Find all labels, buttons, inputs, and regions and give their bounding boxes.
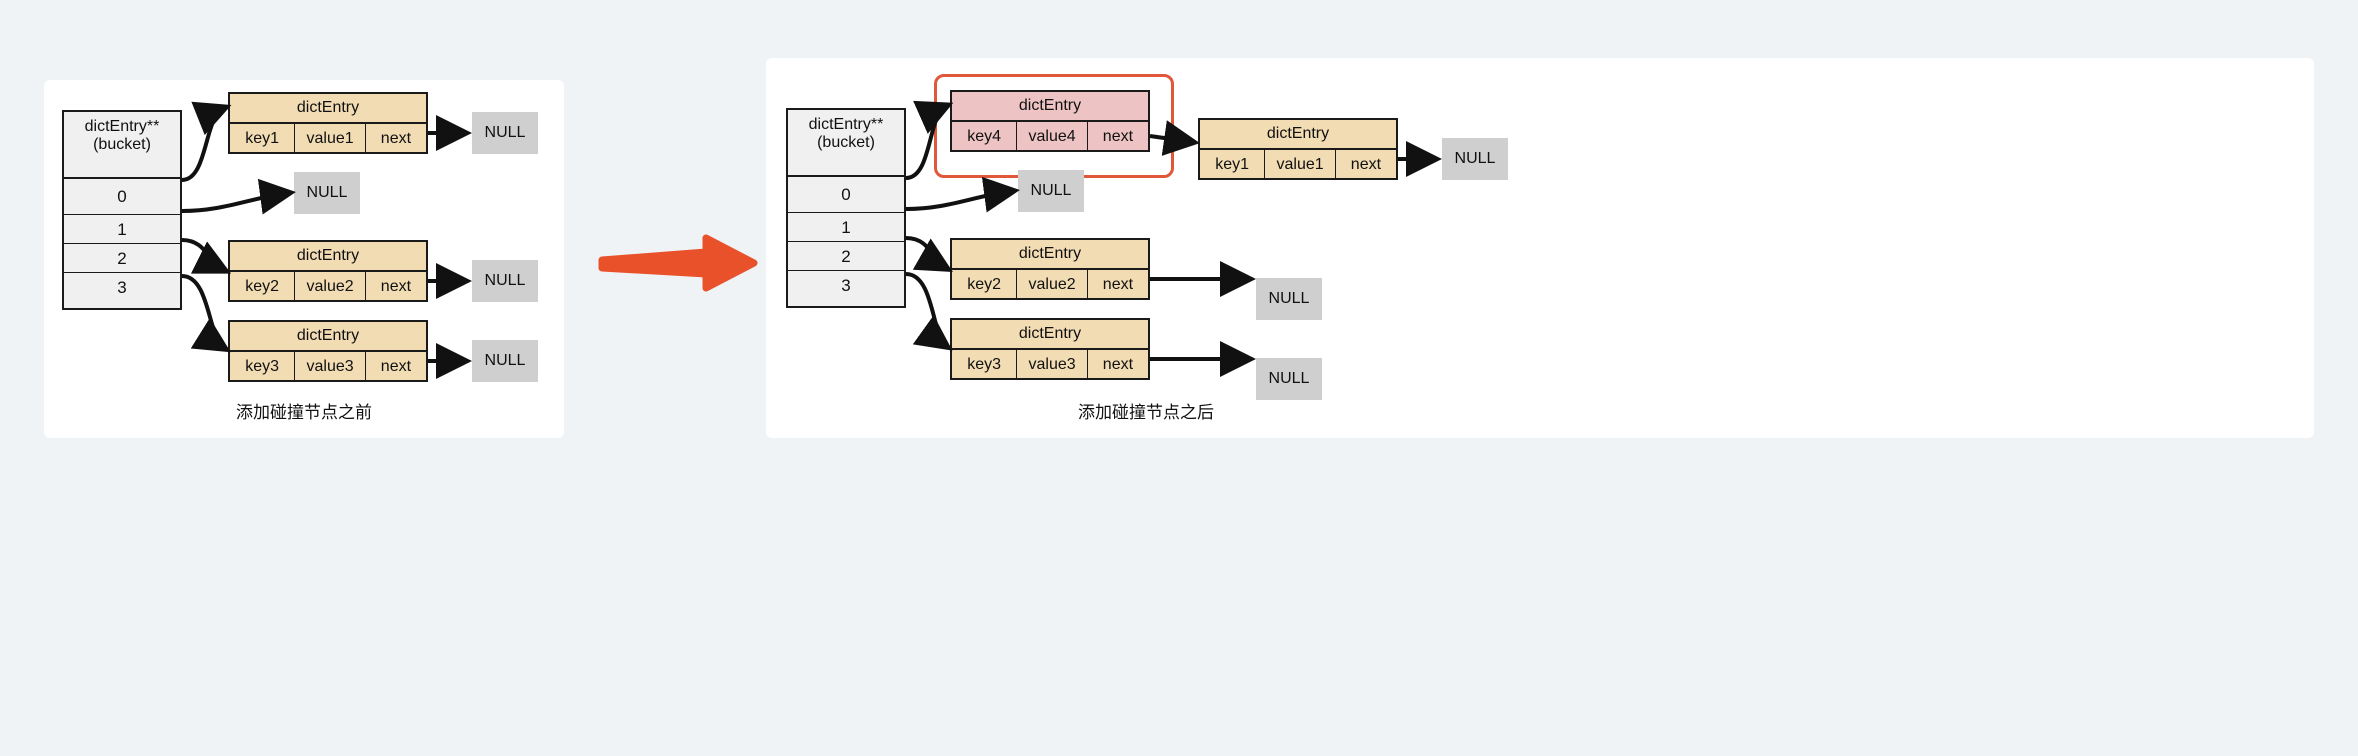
node-next: next: [1102, 276, 1134, 293]
bucket-table-before: dictEntry** (bucket) 0 1 2 3: [62, 110, 182, 310]
bucket-title-line1: dictEntry**: [84, 118, 160, 135]
node-fields: key1 value1 next: [1200, 150, 1396, 180]
dict-entry-node-key2: dictEntry key2 value2 next: [950, 238, 1150, 300]
node-title: dictEntry: [230, 322, 426, 352]
null-box-key1: NULL: [1442, 138, 1508, 180]
node-key: key4: [952, 122, 1018, 152]
bucket-slot-0[interactable]: 0: [788, 177, 904, 213]
panel-before: dictEntry** (bucket) 0 1 2 3 dictEntry k…: [44, 80, 564, 438]
null-box-key3: NULL: [472, 340, 538, 382]
node-value: value1: [295, 124, 366, 154]
node-title: dictEntry: [952, 240, 1148, 270]
node-next: next: [1102, 356, 1134, 373]
node-fields: key3 value3 next: [952, 350, 1148, 380]
transition-arrow: [598, 234, 758, 292]
node-fields: key2 value2 next: [952, 270, 1148, 300]
node-next: next: [380, 130, 412, 147]
null-box-key2: NULL: [1256, 278, 1322, 320]
bucket-title: dictEntry** (bucket): [64, 112, 180, 179]
node-key: key1: [1200, 150, 1266, 180]
dict-entry-node-key1: dictEntry key1 value1 next: [228, 92, 428, 154]
node-title: dictEntry: [952, 92, 1148, 122]
null-box-key2: NULL: [472, 260, 538, 302]
node-next: next: [1350, 156, 1382, 173]
panel-after: dictEntry** (bucket) 0 1 2 3 dictEntry k…: [766, 58, 2314, 438]
node-value: value2: [295, 272, 366, 302]
node-fields: key3 value3 next: [230, 352, 426, 382]
bucket-slot-2[interactable]: 2: [64, 244, 180, 273]
node-fields: key1 value1 next: [230, 124, 426, 154]
null-box-slot1: NULL: [1018, 170, 1084, 212]
bucket-title-line1: dictEntry**: [808, 116, 884, 133]
dict-entry-node-key4: dictEntry key4 value4 next: [950, 90, 1150, 152]
bucket-slot-1[interactable]: 1: [788, 213, 904, 242]
bucket-slot-2[interactable]: 2: [788, 242, 904, 271]
node-key: key1: [230, 124, 296, 154]
dict-entry-node-key3: dictEntry key3 value3 next: [228, 320, 428, 382]
panel-caption-after: 添加碰撞节点之后: [1078, 403, 1214, 423]
bucket-slot-1[interactable]: 1: [64, 215, 180, 244]
node-title: dictEntry: [952, 320, 1148, 350]
node-value: value1: [1265, 150, 1336, 180]
node-value: value4: [1017, 122, 1088, 152]
node-next: next: [380, 358, 412, 375]
null-box-slot1: NULL: [294, 172, 360, 214]
node-value: value3: [1017, 350, 1088, 380]
node-value: value3: [295, 352, 366, 382]
node-title: dictEntry: [230, 242, 426, 272]
dict-entry-node-key3: dictEntry key3 value3 next: [950, 318, 1150, 380]
bucket-slot-3[interactable]: 3: [117, 278, 127, 297]
node-next: next: [380, 278, 412, 295]
bucket-slot-0[interactable]: 0: [64, 179, 180, 215]
node-key: key3: [230, 352, 296, 382]
bucket-title-line2: (bucket): [817, 134, 875, 152]
node-fields: key2 value2 next: [230, 272, 426, 302]
null-box-key3: NULL: [1256, 358, 1322, 400]
bucket-slot-3[interactable]: 3: [841, 276, 851, 295]
bucket-title: dictEntry** (bucket): [788, 110, 904, 177]
node-key: key2: [952, 270, 1018, 300]
node-key: key3: [952, 350, 1018, 380]
node-value: value2: [1017, 270, 1088, 300]
bucket-title-line2: (bucket): [93, 136, 151, 154]
panel-caption-before: 添加碰撞节点之前: [236, 403, 372, 423]
dict-entry-node-key2: dictEntry key2 value2 next: [228, 240, 428, 302]
dict-entry-node-key1: dictEntry key1 value1 next: [1198, 118, 1398, 180]
null-box-key1: NULL: [472, 112, 538, 154]
node-next: next: [1102, 128, 1134, 145]
node-title: dictEntry: [1200, 120, 1396, 150]
node-title: dictEntry: [230, 94, 426, 124]
node-fields: key4 value4 next: [952, 122, 1148, 152]
bucket-table-after: dictEntry** (bucket) 0 1 2 3: [786, 108, 906, 308]
node-key: key2: [230, 272, 296, 302]
